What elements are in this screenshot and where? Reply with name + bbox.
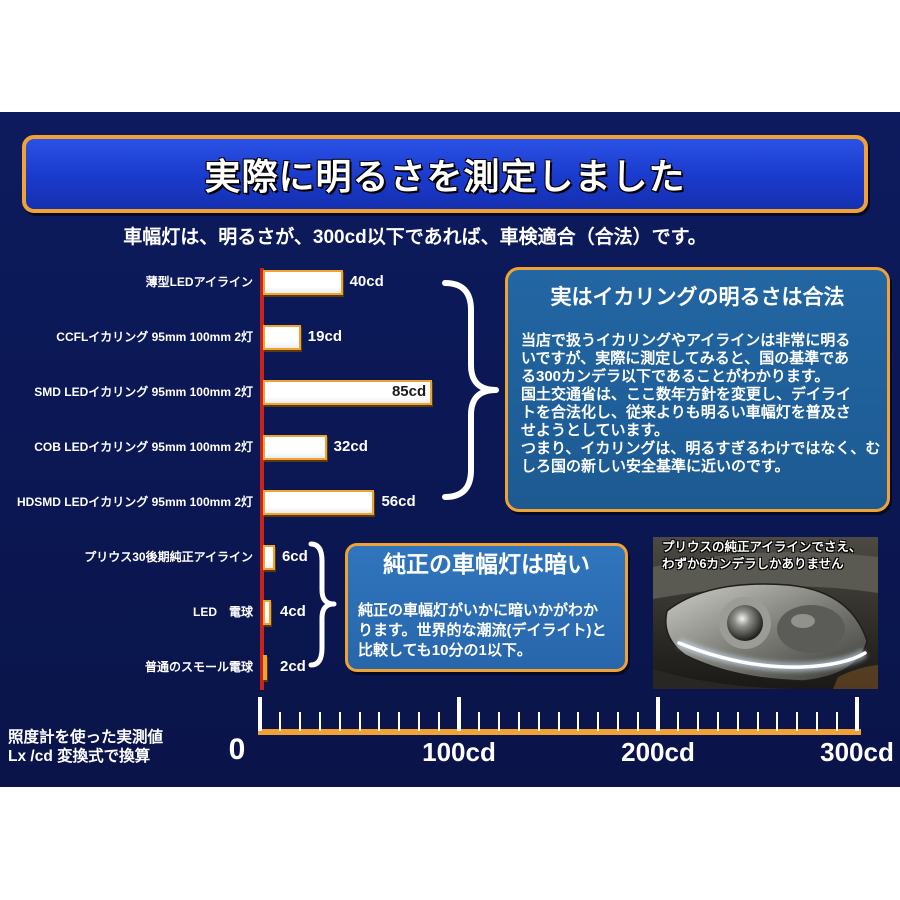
minor-tick — [497, 712, 500, 731]
photo-caption-line: プリウスの純正アイラインでさえ、 — [662, 540, 862, 554]
minor-tick — [816, 712, 819, 731]
measurement-note: 照度計を使った実測値 Lx /cd 変換式で換算 — [8, 728, 208, 766]
bar — [263, 379, 433, 405]
oem-box-line: 純正の車幅灯がいかに暗いかがわか — [358, 602, 599, 619]
minor-tick — [398, 712, 401, 731]
minor-tick — [716, 712, 719, 731]
minor-tick — [517, 712, 520, 731]
bar — [263, 324, 301, 350]
car-hood — [653, 551, 878, 599]
value-label: 40cd — [349, 273, 384, 290]
value-label: 19cd — [307, 328, 342, 345]
x-tick-label: 100cd — [422, 737, 496, 767]
category-label: 普通のスモール電球 — [144, 660, 253, 674]
legal-box-line: トを合法化し、従来よりも明るい車幅灯を普及さ — [521, 404, 851, 421]
category-label: LED 電球 — [192, 605, 253, 619]
legal-box-body: 当店で扱うイカリングやアイラインは非常に明る いですが、実際に測定してみると、国… — [521, 332, 881, 476]
minor-tick — [597, 712, 600, 731]
x-tick-label: 300cd — [820, 737, 894, 767]
category-label: SMD LEDイカリング 95mm 100mm 2灯 — [34, 385, 253, 399]
minor-tick — [617, 712, 620, 731]
legal-box-line: しろ国の新しい安全基準に近いのです。 — [521, 458, 790, 475]
minor-tick — [358, 712, 361, 731]
oem-box-line: ります。世界的な潮流(デイライト)と — [358, 622, 607, 639]
photo-caption: プリウスの純正アイラインでさえ、 わずか6カンデラしかありません — [662, 539, 874, 573]
bar — [263, 434, 327, 460]
legal-box-line: いですが、実際に測定してみると、国の基準であ — [521, 350, 850, 367]
oem-box-heading: 純正の車幅灯は暗い — [383, 551, 590, 577]
minor-tick — [637, 712, 640, 731]
headlight-reflector — [777, 605, 845, 653]
major-tick — [457, 697, 461, 731]
title-banner: 実際に明るさを測定しました — [22, 135, 868, 213]
legal-info-box: 実はイカリングの明るさは合法 当店で扱うイカリングやアイラインは非常に明る いで… — [505, 267, 890, 512]
subtitle: 車幅灯は、明るさが、300cd以下であれば、車検適合（合法）です。 — [123, 227, 707, 248]
minor-tick — [318, 712, 321, 731]
bar — [263, 269, 343, 295]
minor-tick — [557, 712, 560, 731]
bar — [263, 544, 275, 570]
category-label: 薄型LEDアイライン — [145, 275, 253, 289]
y-axis-line — [260, 268, 264, 690]
minor-tick — [756, 712, 759, 731]
minor-tick — [796, 712, 799, 731]
minor-tick — [776, 712, 779, 731]
minor-tick — [378, 712, 381, 731]
minor-tick — [477, 712, 480, 731]
value-label: 85cd — [391, 383, 427, 400]
legal-box-line: つまり、イカリングは、明るすぎるわけではなく、む — [521, 440, 881, 457]
oem-info-box: 純正の車幅灯は暗い 純正の車幅灯がいかに暗いかがわか ります。世界的な潮流(デイ… — [345, 543, 628, 672]
bar — [263, 654, 267, 680]
legal-box-line: 国土交通省は、ここ数年方針を変更し、デイライ — [521, 386, 852, 403]
legal-box-heading: 実はイカリングの明るさは合法 — [550, 286, 845, 309]
value-label: 56cd — [381, 493, 416, 510]
minor-tick — [736, 712, 739, 731]
major-tick — [855, 697, 859, 731]
measurement-note-line: 照度計を使った実測値 — [8, 729, 164, 746]
major-tick — [258, 697, 262, 731]
legal-box-line: る300カンデラ以下であることがわかります。 — [521, 368, 830, 385]
x-tick-label: 200cd — [621, 737, 695, 767]
page-title: 実際に明るさを測定しました — [204, 156, 686, 197]
category-label: プリウス30後期純正アイライン — [84, 550, 253, 564]
value-label: 32cd — [333, 438, 368, 455]
oem-box-body: 純正の車幅灯がいかに暗いかがわか ります。世界的な潮流(デイライト)と 比較して… — [358, 601, 623, 661]
photo-caption-line: わずか6カンデラしかありません — [662, 557, 844, 571]
oem-box-line: 比較しても10分の1以下。 — [358, 642, 532, 659]
minor-tick — [836, 712, 839, 731]
category-label: COB LEDイカリング 95mm 100mm 2灯 — [34, 440, 253, 454]
headlight-photo: プリウスの純正アイラインでさえ、 わずか6カンデラしかありません — [653, 537, 878, 689]
legal-box-line: せようとしています。 — [521, 422, 670, 439]
x-tick-label: 0 — [228, 733, 246, 766]
value-label: 6cd — [281, 548, 308, 565]
value-label: 2cd — [280, 658, 306, 675]
category-label: CCFLイカリング 95mm 100mm 2灯 — [56, 330, 253, 344]
measurement-note-line: Lx /cd 変換式で換算 — [8, 748, 151, 765]
minor-tick — [676, 712, 679, 731]
reflector-highlight — [791, 614, 815, 628]
projector-lens — [727, 605, 763, 641]
legal-box-line: 当店で扱うイカリングやアイラインは非常に明る — [521, 332, 851, 349]
headlight-photo-icon — [653, 537, 878, 689]
minor-tick — [577, 712, 580, 731]
value-label: 4cd — [280, 603, 306, 620]
front-bumper — [653, 669, 793, 689]
category-label: HDSMD LEDイカリング 95mm 100mm 2灯 — [16, 495, 253, 509]
x-axis-line — [258, 729, 861, 735]
minor-tick — [696, 712, 699, 731]
minor-tick — [298, 712, 301, 731]
minor-tick — [537, 712, 540, 731]
minor-tick — [418, 712, 421, 731]
major-tick — [656, 697, 660, 731]
minor-tick — [278, 712, 281, 731]
amber-reflection — [833, 665, 878, 689]
bar — [263, 489, 375, 515]
light-guide-strip — [677, 641, 867, 669]
bar — [263, 599, 271, 625]
minor-tick — [338, 712, 341, 731]
minor-tick — [438, 712, 441, 731]
